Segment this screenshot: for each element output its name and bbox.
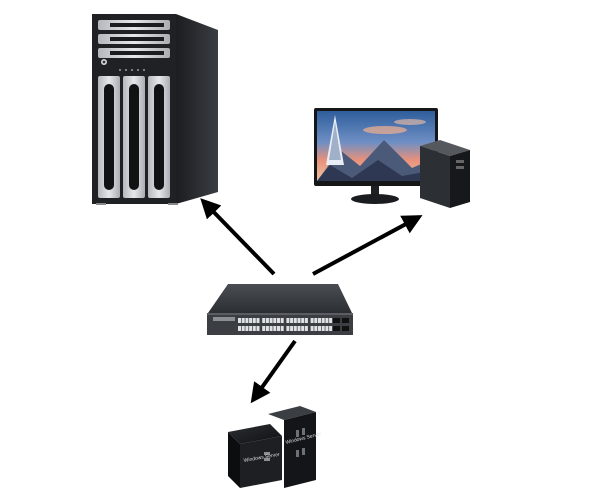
switch-port: [277, 326, 280, 331]
switch-port: [325, 318, 329, 323]
switch-port: [290, 326, 294, 331]
switch-port: [241, 318, 245, 323]
switch-port: [280, 326, 284, 331]
switch-port: [304, 318, 308, 323]
switch-port: [269, 318, 273, 323]
switch-port: [249, 318, 253, 323]
switch-port: [321, 326, 325, 331]
switch-port: [329, 318, 333, 323]
arrow-to-desktop-workstation: [312, 215, 423, 276]
switch-port: [314, 318, 318, 323]
monitor-minipc-icon: [314, 108, 470, 208]
switch-port: [310, 326, 314, 331]
switch-port: [304, 326, 308, 331]
switch-port: [238, 318, 241, 323]
switch-port: [265, 326, 269, 331]
switch-port: [280, 318, 284, 323]
switch-port: [297, 318, 301, 323]
switch-port: [245, 326, 249, 331]
switch-port: [301, 318, 305, 323]
switch-port: [249, 326, 253, 331]
switch-port: [262, 326, 266, 331]
switch-port: [310, 318, 314, 323]
arrow-to-mini-pc-box: [250, 339, 297, 404]
arrow-to-tower-server: [200, 198, 276, 276]
tower-server-icon: [92, 14, 218, 205]
switch-port: [273, 318, 277, 323]
switch-port: [314, 326, 318, 331]
switch-port: [321, 318, 325, 323]
switch-port: [286, 318, 290, 323]
switch-port: [256, 326, 260, 331]
switch-port: [318, 326, 321, 331]
switch-port: [301, 326, 305, 331]
switch-port: [252, 318, 256, 323]
switch-port: [325, 326, 329, 331]
switch-port: [262, 318, 266, 323]
arrows: [200, 198, 423, 404]
switch-port: [241, 326, 245, 331]
switch-port: [238, 326, 241, 331]
switch-port: [329, 326, 333, 331]
switch-port: [318, 318, 321, 323]
switch-port: [269, 326, 273, 331]
switch-port: [256, 318, 260, 323]
switch-port: [273, 326, 277, 331]
switch-port: [297, 326, 301, 331]
switch-port: [290, 318, 294, 323]
switch-port: [293, 318, 297, 323]
switch-port: [293, 326, 297, 331]
mini-pc-icon: Windows Server Windows Server: [228, 406, 322, 488]
switch-port: [265, 318, 269, 323]
switch-port: [277, 318, 280, 323]
switch-port: [286, 326, 290, 331]
rack-switch-icon: [207, 284, 353, 335]
switch-port: [252, 326, 256, 331]
switch-port: [245, 318, 249, 323]
